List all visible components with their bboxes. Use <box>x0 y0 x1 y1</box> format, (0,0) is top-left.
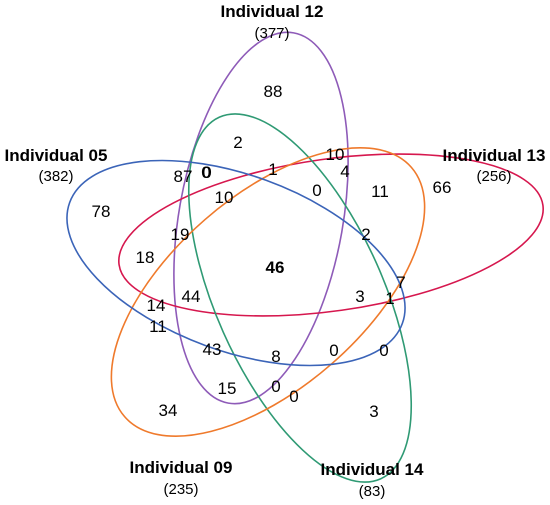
set-outline-individual-13 <box>118 153 544 317</box>
region-count: 1 <box>385 289 394 308</box>
region-count: 0 <box>271 377 280 396</box>
region-count: 1 <box>268 160 277 179</box>
region-count-i13-only: 66 <box>433 178 452 197</box>
region-count: 11 <box>371 182 389 201</box>
set-total-individual-05: (382) <box>38 168 73 185</box>
set-outline-individual-05 <box>66 159 406 367</box>
region-count: 7 <box>396 273 405 292</box>
region-count-i09-only: 34 <box>159 401 178 420</box>
region-count: 0 <box>329 341 338 360</box>
region-count: 3 <box>355 287 364 306</box>
region-count: 14 <box>147 296 166 315</box>
set-total-individual-13: (256) <box>476 168 511 185</box>
region-count: 19 <box>171 225 190 244</box>
set-total-individual-12: (377) <box>254 25 289 42</box>
region-count: 43 <box>203 340 222 359</box>
region-count: 18 <box>136 248 155 267</box>
region-count: 87 <box>174 167 193 186</box>
region-count: 44 <box>182 287 201 306</box>
region-count: 0 <box>202 163 211 182</box>
region-count: 10 <box>326 145 345 164</box>
set-label-individual-14: Individual 14 <box>321 460 425 479</box>
region-count-i12-only: 88 <box>264 82 283 101</box>
region-count: 2 <box>233 133 242 152</box>
region-count-all: 46 <box>266 258 285 277</box>
set-outline-individual-14 <box>187 113 413 483</box>
set-label-individual-05: Individual 05 <box>5 146 108 165</box>
region-count: 0 <box>201 163 210 182</box>
set-label-individual-12: Individual 12 <box>221 2 324 21</box>
region-count: 0 <box>379 341 388 360</box>
region-count: 0 <box>312 181 321 200</box>
region-count-i14-only: 3 <box>369 402 378 421</box>
region-count: 4 <box>340 162 349 181</box>
region-count: 2 <box>361 225 370 244</box>
region-count: 15 <box>218 379 237 398</box>
set-total-individual-14: (83) <box>359 483 386 500</box>
region-count-i05-only: 78 <box>92 202 111 221</box>
set-outline-individual-12 <box>173 31 349 405</box>
region-count: 11 <box>149 317 167 336</box>
set-label-individual-09: Individual 09 <box>130 458 233 477</box>
set-total-individual-09: (235) <box>163 481 198 498</box>
region-count: 10 <box>215 188 234 207</box>
region-count: 0 <box>289 387 298 406</box>
region-count: 8 <box>271 347 280 366</box>
set-label-individual-13: Individual 13 <box>443 146 546 165</box>
